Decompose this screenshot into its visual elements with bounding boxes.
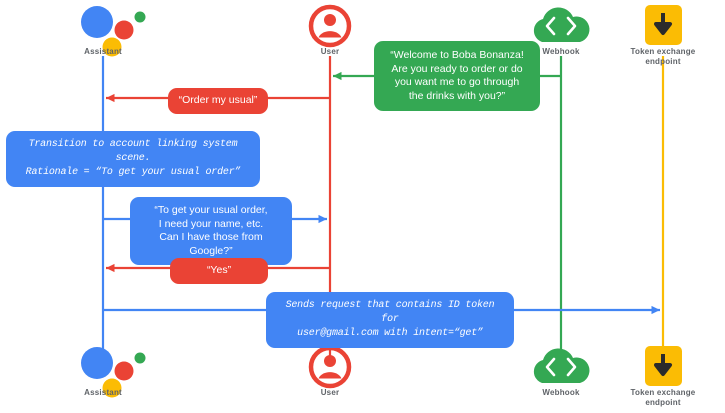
google-assistant-icon-top [81,6,146,57]
cloud-code-icon-top [533,7,590,42]
actor-label-user-top: User [320,47,340,56]
message-welcome: “Welcome to Boba Bonanza! Are you ready … [374,41,540,111]
actor-label-assistant-bottom: Assistant [84,388,122,397]
message-yes: “Yes” [170,258,268,284]
actor-assistant-top: Assistant [43,44,163,57]
actor-label-webhook-bottom: Webhook [542,388,580,397]
message-yes-text: “Yes” [206,264,232,276]
google-assistant-icon-bottom [81,347,146,398]
actor-label-webhook-top: Webhook [542,47,580,56]
actor-endpoint-top: Token exchange endpoint [603,44,723,67]
user-account-icon-bottom [308,345,352,389]
message-transition-note-text: Transition to account linking system sce… [25,139,241,178]
message-sends-request-text: Sends request that contains ID token for… [285,300,495,339]
actor-webhook-bottom: Webhook [501,385,621,398]
message-transition-note: Transition to account linking system sce… [6,131,260,187]
message-sends-request: Sends request that contains ID token for… [266,292,514,348]
actor-label-assistant-top: Assistant [84,47,122,56]
actor-label-endpoint-bottom: Token exchange endpoint [630,388,696,407]
actor-user-top: User [270,44,390,57]
user-account-icon-top [308,4,352,48]
actor-assistant-bottom: Assistant [43,385,163,398]
download-box-icon-top [645,5,682,45]
message-order-my-usual-text: “Order my usual” [178,94,258,106]
message-order-my-usual: “Order my usual” [168,88,268,114]
actor-webhook-top: Webhook [501,44,621,57]
actor-label-endpoint-top: Token exchange endpoint [630,47,696,66]
actor-label-user-bottom: User [320,388,340,397]
cloud-code-icon-bottom [533,348,590,383]
message-need-your-name-text: “To get your usual order, I need your na… [154,204,268,257]
message-need-your-name: “To get your usual order, I need your na… [130,197,292,265]
download-box-icon-bottom [645,346,682,386]
actor-user-bottom: User [270,385,390,398]
actor-endpoint-bottom: Token exchange endpoint [603,385,723,408]
message-welcome-text: “Welcome to Boba Bonanza! Are you ready … [390,49,524,102]
